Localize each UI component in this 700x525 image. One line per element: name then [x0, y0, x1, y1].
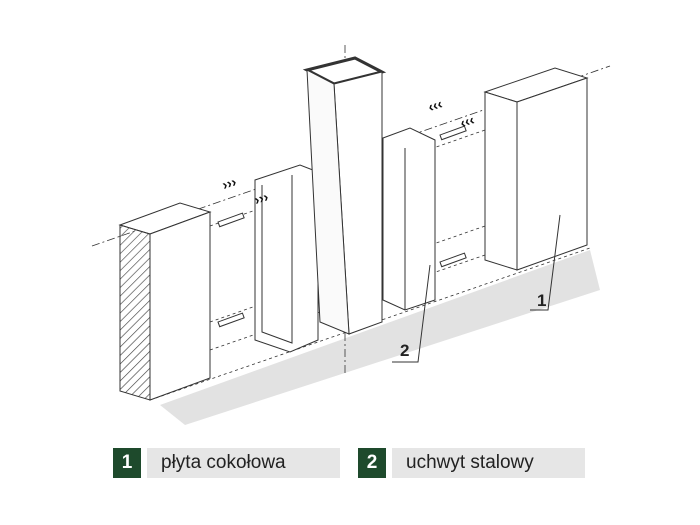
ground-shadow	[160, 250, 600, 425]
legend-label-plinth-panel: płyta cokołowa	[147, 448, 340, 478]
callout-leaders	[392, 214, 561, 363]
svg-text:‹‹‹: ‹‹‹	[458, 111, 477, 131]
left-steel-bracket	[254, 164, 319, 353]
callout-1: 1	[537, 291, 547, 310]
right-plinth-panel	[483, 67, 589, 271]
legend-number-1: 1	[113, 448, 141, 478]
left-plinth-panel	[118, 202, 212, 401]
svg-text:›››: ›››	[252, 188, 271, 208]
callout-2: 2	[400, 341, 410, 360]
legend-label-steel-bracket: uchwyt stalowy	[392, 448, 585, 478]
anchor-bolts	[217, 125, 467, 328]
svg-text:›››: ›››	[220, 173, 239, 193]
legend-number-2: 2	[358, 448, 386, 478]
central-post	[302, 56, 387, 335]
right-steel-bracket	[382, 127, 436, 311]
svg-text:‹‹‹: ‹‹‹	[426, 95, 445, 115]
direction-arrows: ››› ››› ‹‹‹ ‹‹‹	[220, 95, 477, 208]
